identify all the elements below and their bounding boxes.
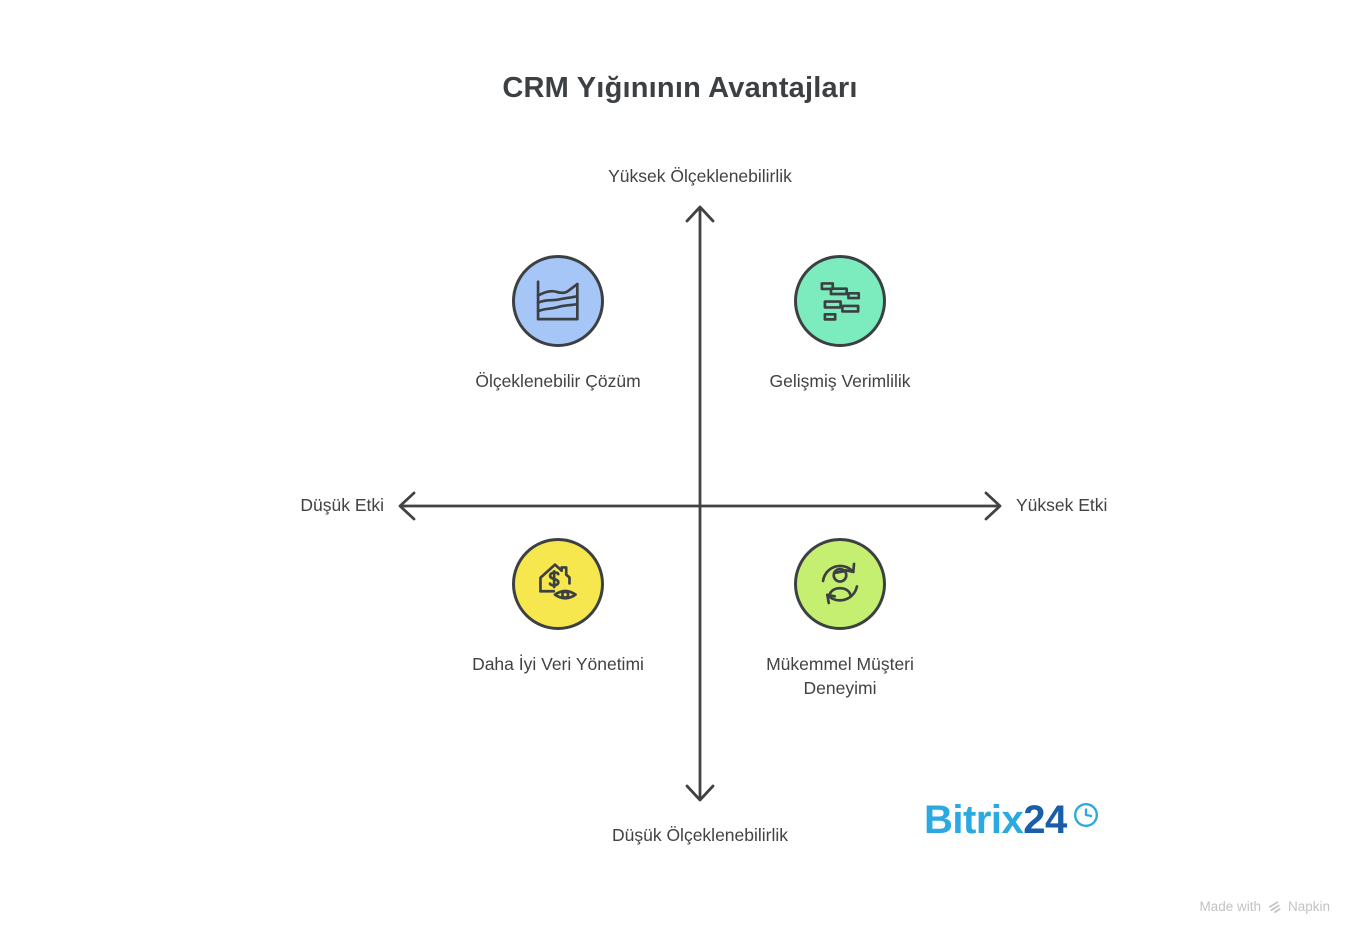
icon-circle	[794, 255, 886, 347]
quadrant-label: Mükemmel Müşteri Deneyimi	[766, 654, 914, 698]
customer-cycle-icon	[821, 562, 859, 605]
gantt-chart-icon	[820, 282, 861, 321]
icon-circle	[512, 538, 604, 630]
quadrant-bottom-left: Daha İyi Veri Yönetimi	[438, 538, 678, 676]
arrowhead-down-icon	[685, 784, 715, 802]
quadrant-label: Ölçeklenebilir Çözüm	[475, 371, 641, 391]
quadrant-bottom-right: Mükemmel Müşteri Deneyimi	[720, 538, 960, 700]
arrowhead-left-icon	[398, 491, 416, 521]
bitrix-logo-text-dark: 24	[1023, 798, 1067, 842]
bitrix-logo-text-light: Bitrix	[924, 798, 1024, 842]
watermark-suffix: Napkin	[1287, 899, 1330, 914]
napkin-watermark: Made with Napkin	[1199, 899, 1330, 914]
arrowhead-up-icon	[685, 205, 715, 223]
page-title: CRM Yığınının Avantajları	[502, 72, 858, 104]
axis-label-bottom: Düşük Ölçeklenebilirlik	[611, 825, 789, 845]
napkin-logo-icon	[1268, 901, 1281, 913]
arrowhead-right-icon	[984, 491, 1002, 521]
house-dollar-eye-icon	[539, 563, 577, 600]
quadrant-top-left: Ölçeklenebilir Çözüm	[438, 255, 678, 393]
icon-circle	[794, 538, 886, 630]
watermark-prefix: Made with	[1199, 899, 1261, 914]
axis-label-right: Yüksek Etki	[1016, 495, 1108, 515]
icon-circle	[512, 255, 604, 347]
quadrant-top-right: Gelişmiş Verimlilik	[720, 255, 960, 393]
area-chart-icon	[536, 280, 579, 321]
axis-label-left: Düşük Etki	[300, 495, 384, 515]
clock-icon	[1073, 802, 1098, 827]
quadrant-label: Gelişmiş Verimlilik	[769, 371, 911, 391]
quadrant-label: Daha İyi Veri Yönetimi	[472, 654, 644, 674]
axis-label-top: Yüksek Ölçeklenebilirlik	[608, 166, 792, 186]
